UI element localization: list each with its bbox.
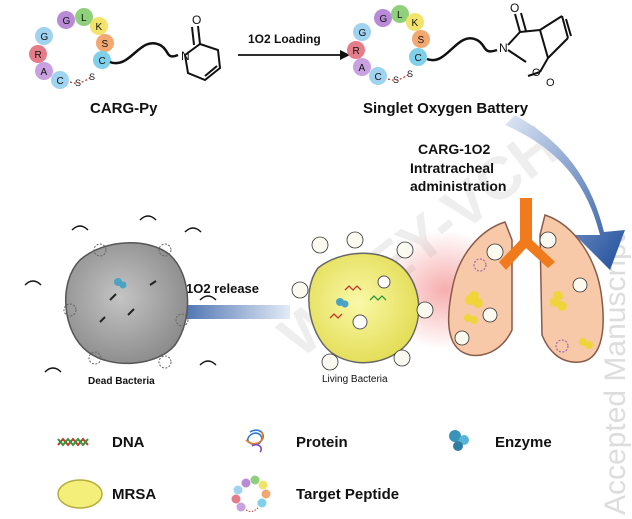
svg-text:S: S [418,35,425,46]
legend-dna: DNA [112,434,145,451]
legend-protein: Protein [296,434,348,451]
svg-text:R: R [35,50,42,61]
label-carg-py: CARG-Py [90,100,158,117]
watermark-accepted: Accepted Manuscript [599,234,632,515]
legend-mrsa-icon [57,479,103,509]
endoperoxide-structure [507,12,572,77]
label-intratracheal-1: Intratracheal [410,160,494,176]
legend-target-peptide: Target Peptide [296,486,399,503]
svg-text:G: G [41,32,49,43]
label-release: 1O2 release [186,281,259,296]
legend-enzyme-icon [449,430,469,451]
legend: DNA Protein Enzyme MRSA Target Peptide [57,429,552,512]
legend-enzyme: Enzyme [495,434,552,451]
svg-text:C: C [57,76,64,87]
label-battery: Singlet Oxygen Battery [363,100,529,117]
arrow-release [150,296,290,328]
label-dead: Dead Bacteria [88,376,155,387]
pyridone-structure [183,25,222,82]
svg-text:A: A [41,67,48,78]
o-atom-1: O [192,13,201,27]
arrow-intratracheal [505,115,625,270]
linker-battery [426,37,498,62]
legend-target-peptide-icon [231,475,271,512]
label-loading: 1O2 Loading [248,32,321,46]
svg-text:S: S [102,39,109,50]
peptide-ring-battery: G L K S C G R A C S S [347,5,430,85]
linker-carg-py [109,41,179,65]
label-living: Living Bacteria [322,374,388,385]
svg-text:R: R [353,46,360,57]
living-bacteria [291,231,434,371]
legend-dna-icon [57,437,89,447]
svg-text:K: K [96,22,103,33]
o-atom-3: O [532,67,541,79]
peptide-ring-carg-py: G L K S C G R A C S S [29,8,114,89]
svg-text:S: S [407,69,413,79]
svg-text:G: G [380,14,388,25]
label-intratracheal-2: administration [410,178,506,194]
svg-text:A: A [359,63,366,74]
svg-text:G: G [63,16,71,27]
legend-protein-icon [245,429,265,453]
svg-text:C: C [99,56,106,67]
svg-text:K: K [412,18,419,29]
svg-text:S: S [89,72,95,82]
svg-text:C: C [415,53,422,64]
o-atom-4: O [546,77,555,89]
label-carg-1o2: CARG-1O2 [418,141,491,157]
n-atom-1: N [181,49,190,63]
n-atom-2: N [499,41,508,55]
svg-text:L: L [81,13,87,24]
svg-text:C: C [375,72,382,83]
o-atom-2: O [510,1,519,15]
legend-mrsa: MRSA [112,486,156,503]
svg-text:G: G [359,28,367,39]
svg-text:L: L [397,10,403,21]
dead-bacteria [24,215,217,373]
